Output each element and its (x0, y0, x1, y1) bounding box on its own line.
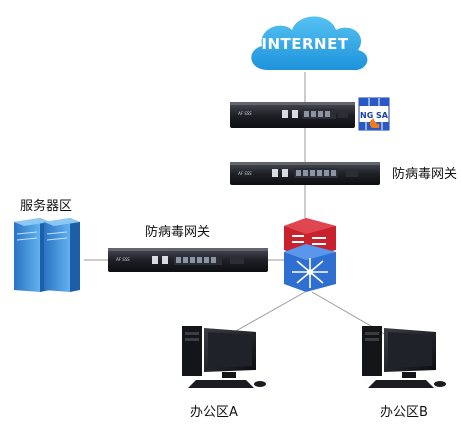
top-appliance: AF SSS (230, 102, 355, 128)
office-b-label: 办公区B (380, 405, 428, 420)
server-zone-label: 服务器区 (20, 199, 73, 214)
left-appliance: AF SSS (108, 248, 268, 272)
internet-cloud-icon: INTERNET (251, 16, 368, 71)
server-cluster-icon (14, 218, 80, 292)
core-switch-icon (284, 218, 336, 292)
office-a-label: 办公区A (190, 405, 238, 420)
office-b-pc (362, 326, 446, 388)
svg-text:AF SSS: AF SSS (237, 171, 252, 176)
antivirus-gateway-label-left: 防病毒网关 (145, 225, 211, 240)
internet-label: INTERNET (261, 35, 348, 53)
office-a-pc (182, 326, 266, 388)
svg-text:AF SSS: AF SSS (115, 257, 130, 262)
middle-appliance: AF SSS (230, 162, 380, 185)
firewall-label: NG SA (360, 111, 389, 120)
svg-text:AF SSS: AF SSS (237, 111, 252, 116)
firewall-brick-icon: NG SA (358, 97, 390, 131)
link-switch-office-b (311, 291, 396, 341)
antivirus-gateway-label-right: 防病毒网关 (392, 167, 458, 182)
